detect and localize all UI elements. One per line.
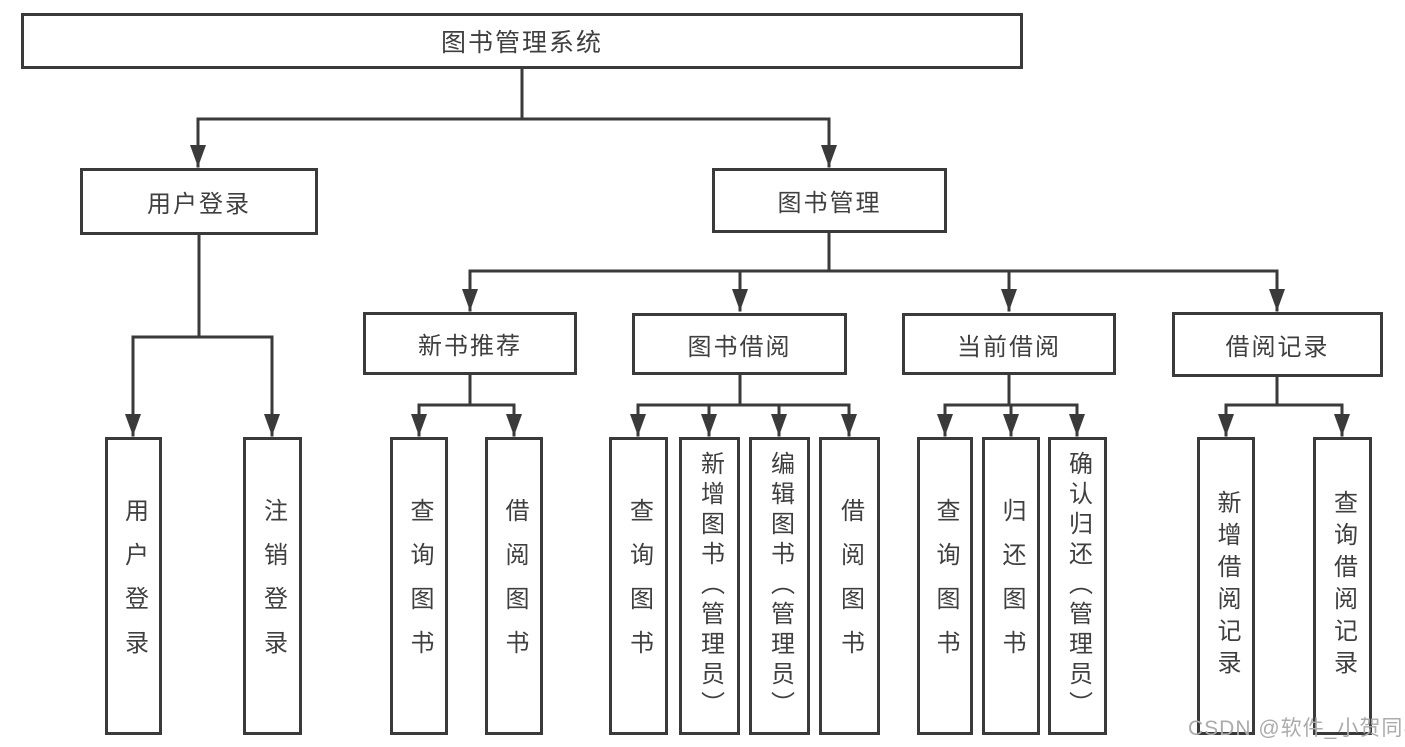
node-label: 借阅图书 [836,498,864,674]
node-label: 用户登录 [120,498,148,674]
leaf-user-login: 用户登录 [105,437,162,735]
node-label: 查询借阅记录 [1329,490,1357,682]
node-borrow-records: 借阅记录 [1172,312,1383,377]
node-label: 新书推荐 [418,333,522,360]
node-label: 借阅图书 [501,498,528,674]
leaf-borrow-books-recommend: 借阅图书 [485,437,543,735]
node-label: 图书管理系统 [440,29,603,57]
node-book-borrow: 图书借阅 [632,313,847,375]
node-library-management-system: 图书管理系统 [21,13,1023,69]
leaf-return-books: 归还图书 [982,437,1040,735]
node-label: 查询图书 [406,498,433,674]
leaf-query-borrow-record: 查询借阅记录 [1313,437,1372,735]
leaf-query-books-recommend: 查询图书 [390,437,448,735]
node-label: 用户登录 [147,191,251,218]
leaf-logout: 注销登录 [243,437,302,735]
node-label: 新增借阅记录 [1213,490,1240,682]
leaf-query-books-current: 查询图书 [917,437,973,735]
node-label: 确认归还（管理员） [1064,451,1092,721]
node-label: 当前借阅 [957,333,1061,361]
node-current-borrow: 当前借阅 [902,313,1116,375]
node-new-book-recommend: 新书推荐 [363,312,577,375]
node-user-login: 用户登录 [80,168,318,235]
node-label: 新增图书（管理员） [696,451,724,721]
leaf-add-books-admin: 新增图书（管理员） [679,437,740,735]
node-book-management: 图书管理 [712,168,947,233]
node-label: 编辑图书（管理员） [766,451,794,721]
node-label: 查询图书 [625,498,653,674]
leaf-add-borrow-record: 新增借阅记录 [1197,437,1255,735]
leaf-confirm-return-admin: 确认归还（管理员） [1048,437,1107,735]
node-label: 图书管理 [777,190,882,217]
leaf-borrow-books: 借阅图书 [819,437,880,735]
node-label: 图书借阅 [687,333,792,361]
node-label: 归还图书 [998,498,1025,674]
node-label: 查询图书 [932,498,959,674]
node-label: 借阅记录 [1225,334,1330,361]
leaf-edit-books-admin: 编辑图书（管理员） [749,437,810,735]
node-label: 注销登录 [259,498,287,674]
leaf-query-books-borrow: 查询图书 [609,437,668,735]
csdn-watermark: CSDN @软件_小贺同学 [1188,717,1405,740]
